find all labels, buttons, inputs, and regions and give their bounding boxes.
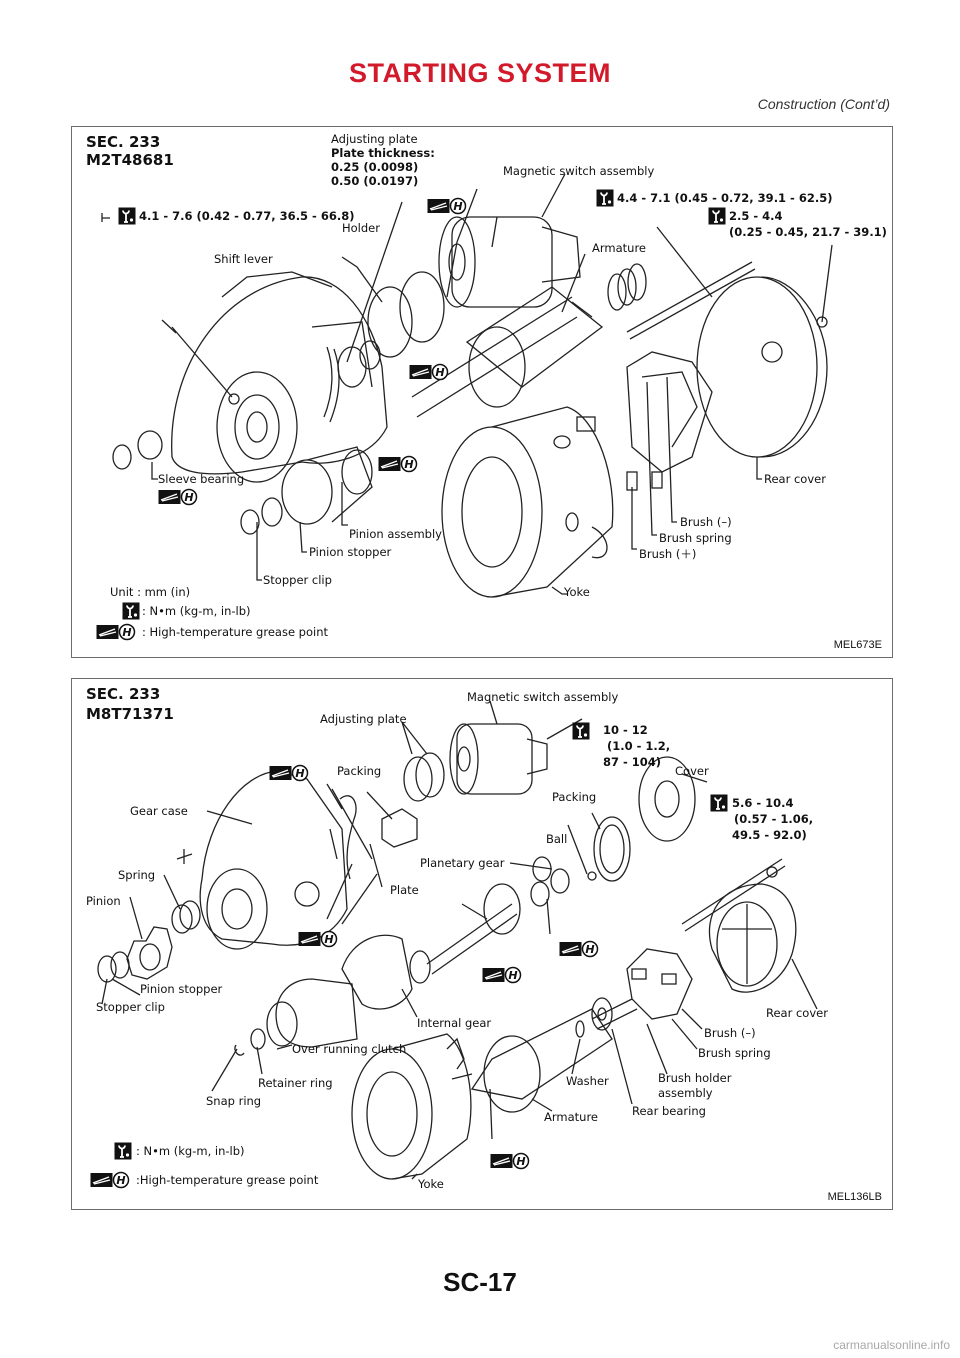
legend-grease: : High-temperature grease point [142,625,328,639]
exploded-view-drawing-1 [101,173,833,598]
page-number: SC-17 [443,1267,517,1297]
label-torque-bolt-1: 5.6 - 10.4 [732,796,794,810]
torque-wrench-icon [122,602,140,620]
label-snap-ring: Snap ring [206,1094,262,1108]
label-over-running-clutch: Over running clutch [292,1042,407,1056]
section-number: SEC. 233 [86,685,161,703]
label-sleeve-bearing: Sleeve bearing [158,472,245,486]
label-ball: Ball [546,832,568,846]
label-rear-cover: Rear cover [766,1006,828,1020]
label-packing-2: Packing [552,790,597,804]
label-torque-switch-1: 10 - 12 [603,723,648,737]
label-armature: Armature [544,1110,598,1124]
grease-point-icon [427,197,467,215]
model-number: M2T48681 [86,151,174,169]
figure-code: MEL136LB [827,1191,882,1203]
torque-wrench-icon [596,189,614,207]
label-brush-holder-1: Brush holder [658,1071,732,1085]
page-title: STARTING SYSTEM [348,58,611,88]
label-pinion-stopper: Pinion stopper [309,545,392,559]
label-torque-bolt-2: (0.57 - 1.06, [734,812,814,826]
label-packing-1: Packing [337,764,382,778]
exploded-view-drawing-2 [97,700,818,1180]
label-brush-minus: Brush (–) [704,1026,756,1040]
grease-point-icon [490,1152,530,1170]
label-internal-gear: Internal gear [417,1016,492,1030]
model-number: M8T71371 [86,705,174,723]
label-adjusting-plate: Adjusting plate [331,132,418,146]
label-brush-spring: Brush spring [659,531,732,545]
grease-point-icon [298,930,338,948]
label-magnetic-switch: Magnetic switch assembly [503,164,655,178]
label-brush-plus: Brush (＋) [639,547,697,561]
legend-torque: : N•m (kg-m, in-lb) [136,1144,245,1158]
label-rear-bearing: Rear bearing [632,1104,706,1118]
grease-point-icon [409,363,449,381]
figure-code: MEL673E [833,639,882,651]
label-yoke: Yoke [418,1177,444,1191]
label-pinion-assembly: Pinion assembly [349,527,442,541]
label-stopper-clip: Stopper clip [96,1000,165,1014]
diagram-panel-m8t71371: SEC. 233 M8T71371 Magnetic switch assemb… [71,678,893,1210]
torque-wrench-icon [710,794,728,812]
diagram-panel-m2t48681: SEC. 233 M2T48681 Adjusting plate Plate … [71,126,893,658]
label-cover: Cover [675,764,709,778]
label-pinion: Pinion [86,894,121,908]
label-torque-bolt-3: 49.5 - 92.0) [732,828,807,842]
label-torque-through-bolt: 4.4 - 7.1 (0.45 - 0.72, 39.1 - 62.5) [617,191,833,205]
label-adjusting-plate: Adjusting plate [320,712,407,726]
label-rear-cover: Rear cover [764,472,826,486]
label-thickness-2: 0.50 (0.0197) [331,174,419,188]
torque-wrench-icon [118,207,136,225]
section-number: SEC. 233 [86,133,161,151]
label-brush-holder-2: assembly [658,1086,713,1100]
grease-point-icon [482,966,522,984]
label-unit: Unit : mm (in) [110,585,191,599]
label-gear-case: Gear case [130,804,188,818]
grease-point-icon [559,940,599,958]
label-brush-spring: Brush spring [698,1046,771,1060]
grease-point-icon [90,1171,130,1189]
grease-point-icon [96,623,136,641]
label-holder: Holder [342,221,380,235]
torque-wrench-icon [114,1142,132,1160]
label-pinion-stopper: Pinion stopper [140,982,223,996]
legend-grease: :High-temperature grease point [136,1173,319,1187]
label-retainer-ring: Retainer ring [258,1076,333,1090]
label-torque-screw-1: 2.5 - 4.4 [729,209,783,223]
label-plate-thickness: Plate thickness: [331,146,435,160]
label-torque-switch-3: 87 - 104) [603,755,662,769]
grease-point-icon [269,764,309,782]
torque-wrench-icon [708,207,726,225]
label-yoke: Yoke [564,585,590,599]
label-torque-screw-2: (0.25 - 0.45, 21.7 - 39.1) [729,225,887,239]
page-subtitle: Construction (Cont’d) [757,96,890,112]
label-planetary-gear: Planetary gear [420,856,505,870]
label-thickness-1: 0.25 (0.0098) [331,160,419,174]
footer-watermark: carmanualsonline.info [833,1338,950,1352]
torque-wrench-icon [572,722,590,740]
legend-torque: : N•m (kg-m, in-lb) [142,604,251,618]
label-stopper-clip: Stopper clip [263,573,332,587]
label-magnetic-switch: Magnetic switch assembly [467,690,619,704]
label-armature: Armature [592,241,646,255]
label-plate: Plate [390,883,419,897]
label-shift-lever: Shift lever [214,252,273,266]
label-brush-minus: Brush (–) [680,515,732,529]
label-torque-switch-2: (1.0 - 1.2, [607,739,671,753]
label-spring: Spring [118,868,156,882]
grease-point-icon [378,455,418,473]
label-torque-bolt: 4.1 - 7.6 (0.42 - 0.77, 36.5 - 66.8) [139,209,355,223]
label-washer: Washer [566,1074,609,1088]
grease-point-icon [158,488,198,506]
